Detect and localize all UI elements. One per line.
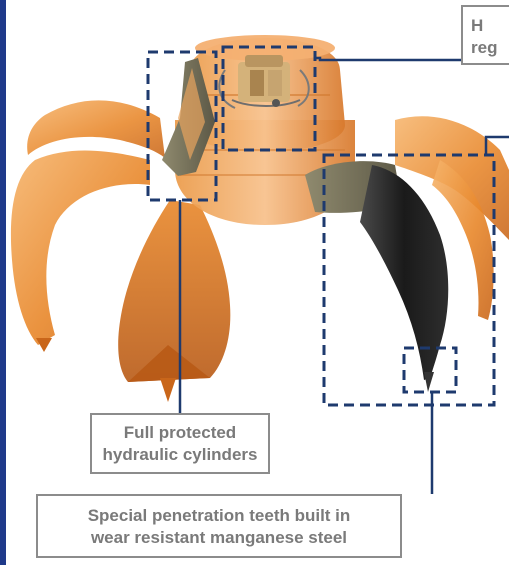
callout-hydraulic-unit: H reg [461,5,509,65]
callout-hydraulic-unit-line1: H [471,15,509,37]
callout-penetration-teeth: Special penetration teeth built in wear … [36,494,402,558]
callout-cylinders-line1: Full protected [92,422,268,444]
callout-teeth-line1: Special penetration teeth built in [38,505,400,527]
leader-line-hydraulic-unit [315,58,463,60]
callout-hydraulic-cylinders: Full protected hydraulic cylinders [90,413,270,474]
callout-teeth-line2: wear resistant manganese steel [38,527,400,549]
callout-cylinders-line2: hydraulic cylinders [92,444,268,466]
tine-back-left [27,100,165,158]
callout-hydraulic-unit-line2: reg [471,37,509,59]
